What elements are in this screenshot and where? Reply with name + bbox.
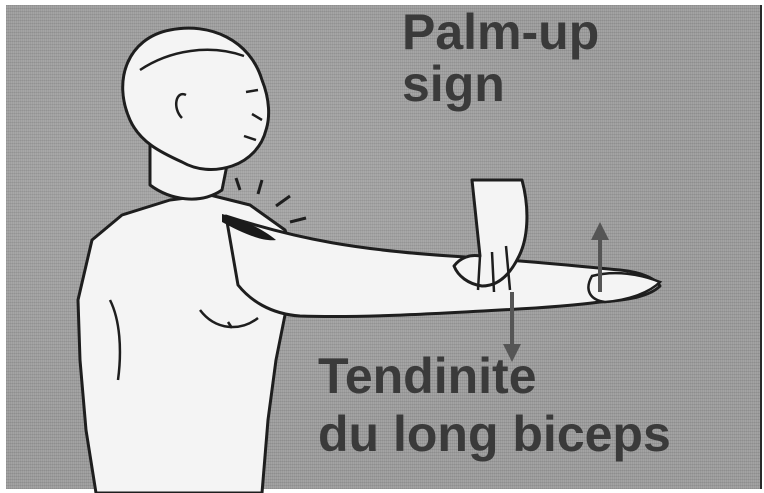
caption-line: Tendinite [318, 347, 671, 405]
palm-up-sign-caption: Palm-up sign [402, 6, 599, 110]
biceps-tendinitis-caption: Tendinite du long biceps [318, 347, 671, 463]
caption-line: Palm-up [402, 6, 599, 58]
resistance-arrow-head [591, 222, 609, 240]
caption-line: du long biceps [318, 405, 671, 463]
arm-drawing [226, 216, 660, 317]
caption-line: sign [402, 58, 599, 110]
